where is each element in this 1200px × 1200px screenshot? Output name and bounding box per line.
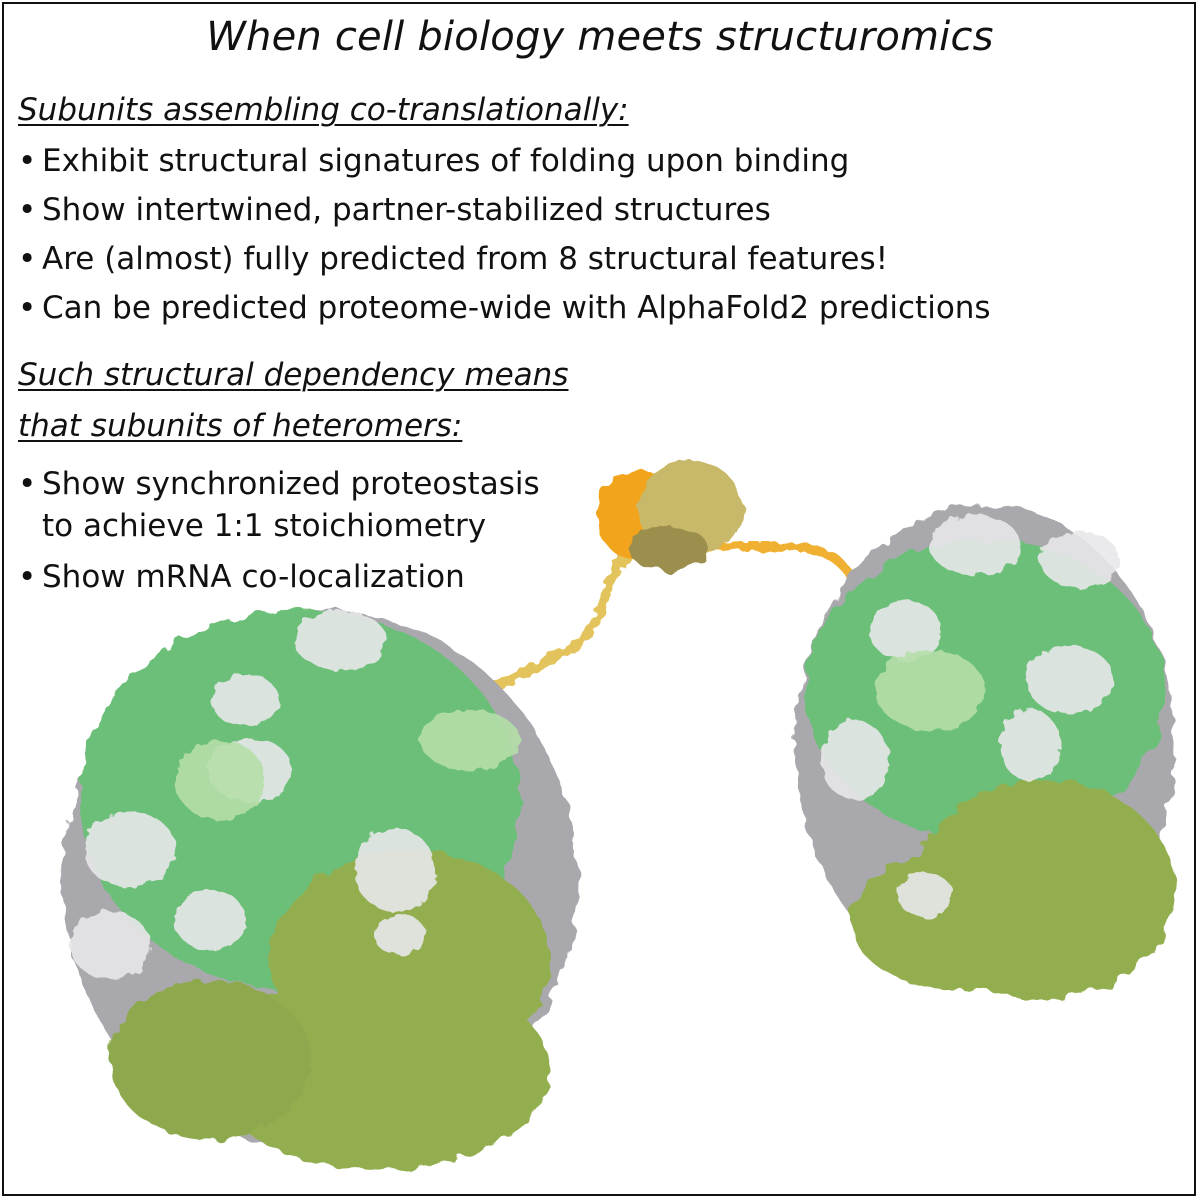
- nascent-chain-left: [457, 550, 630, 699]
- section2-bullet-2: •Show mRNA co-localization: [18, 559, 465, 595]
- section1-bullet-1: •Exhibit structural signatures of foldin…: [18, 143, 850, 179]
- section1-heading: Subunits assembling co-translationally:: [18, 92, 629, 128]
- ribosome-left: [62, 610, 578, 1170]
- folded-subunit-complex: [596, 460, 742, 570]
- section1-bullet-3: •Are (almost) fully predicted from 8 str…: [18, 241, 889, 277]
- section2-heading-line2: that subunits of heteromers:: [18, 408, 463, 444]
- section1-bullet-2: •Show intertwined, partner-stabilized st…: [18, 192, 771, 228]
- section1-bullet-4: •Can be predicted proteome-wide with Alp…: [18, 290, 991, 326]
- figure-title: When cell biology meets structuromics: [206, 14, 994, 60]
- ribosome-right: [795, 505, 1175, 1000]
- section2-heading-line1: Such structural dependency means: [18, 357, 569, 393]
